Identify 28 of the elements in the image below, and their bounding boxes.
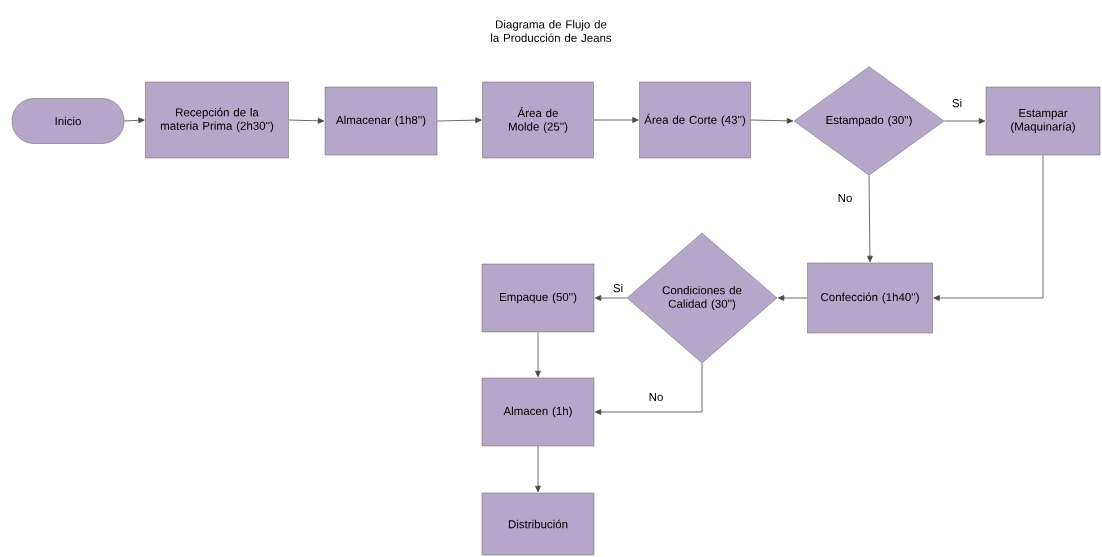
start-terminator: Inicio	[11, 98, 125, 144]
arrow	[288, 117, 325, 124]
arrow	[777, 295, 808, 301]
arrow	[594, 362, 703, 415]
arrow	[594, 295, 628, 301]
edge-label: Si	[613, 283, 623, 293]
process-box: Almacen (1h)	[481, 377, 595, 447]
arrow	[123, 117, 145, 124]
arrow	[436, 117, 482, 124]
edge-label: Si	[952, 98, 962, 108]
process-box: Área de Molde (25'')	[482, 81, 594, 159]
arrow	[867, 175, 873, 263]
arrow	[535, 331, 541, 378]
edge-label: No	[838, 194, 852, 202]
process-box: Almacenar (1h8'')	[324, 86, 438, 156]
process-box: Confección (1h40'')	[807, 262, 933, 334]
process-box: Empaque (50'')	[481, 263, 595, 333]
process-box: Área de Corte (43'')	[639, 81, 751, 159]
process-box: Distribución	[481, 492, 595, 556]
arrow	[750, 117, 794, 124]
arrow	[593, 117, 639, 123]
arrow	[943, 118, 986, 124]
arrow	[535, 445, 541, 493]
process-box: Estampar (Maquinaría)	[985, 86, 1101, 156]
diagram-title: Diagrama de Flujo de la Producción de Jeans	[491, 20, 612, 42]
edge-label: No	[649, 393, 663, 401]
arrow	[933, 154, 1044, 301]
process-box: Recepción de la materia Prima (2h30'')	[145, 81, 289, 159]
